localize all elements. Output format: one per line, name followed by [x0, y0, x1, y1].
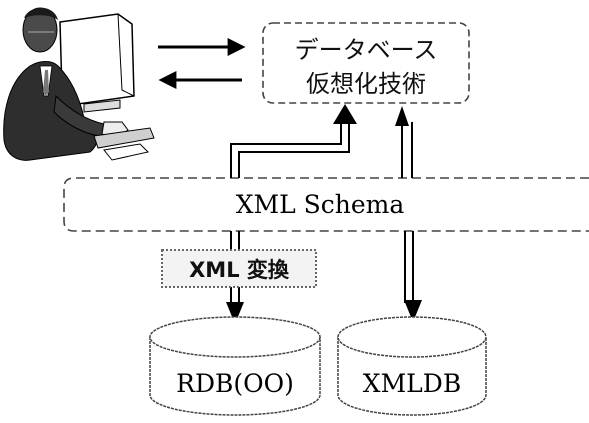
rdb-label: RDB(OO)	[176, 369, 294, 398]
xml-conversion-label: XML 変換	[189, 258, 290, 282]
rdb-cylinder: RDB(OO)	[149, 316, 321, 416]
right-double-connector	[395, 106, 413, 178]
xmldb-connector	[404, 231, 422, 322]
xml-conversion-box: XML 変換	[161, 249, 317, 288]
xmldb-cylinder: XMLDB	[337, 316, 487, 416]
left-double-connector	[230, 104, 357, 178]
request-response-arrows	[158, 38, 246, 89]
virtualization-line1: データベース	[295, 36, 438, 64]
xmldb-label: XMLDB	[363, 369, 461, 398]
virtualization-box: データベース 仮想化技術	[262, 22, 470, 104]
user-at-computer-icon	[3, 7, 155, 161]
virtualization-line2: 仮想化技術	[306, 70, 426, 98]
xml-schema-band: XML Schema	[63, 177, 589, 232]
xml-schema-label: XML Schema	[236, 190, 405, 219]
